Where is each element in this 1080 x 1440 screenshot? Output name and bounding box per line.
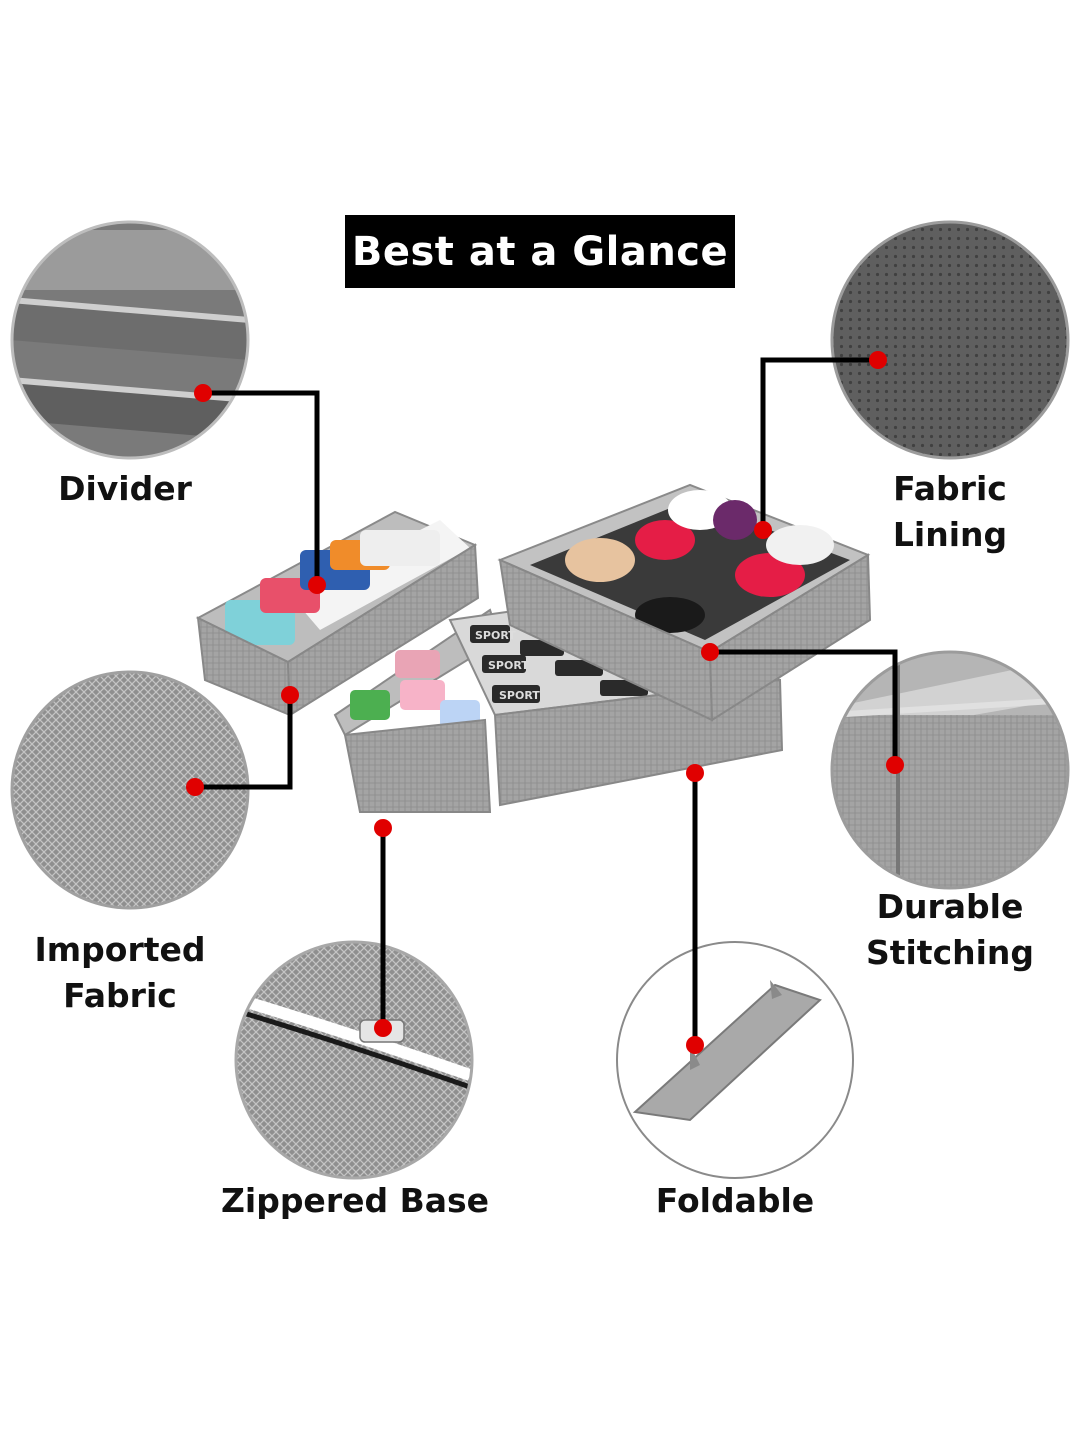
label-foldable: Foldable: [655, 1181, 815, 1220]
durable-stitching-detail-circle: [830, 650, 1070, 890]
foldable-detail-circle: [616, 941, 854, 1179]
zippered-base-box-dot: [374, 819, 392, 837]
imported-fabric-dot: [186, 778, 204, 796]
zippered-base-dot: [374, 1019, 392, 1037]
divider-callout-line: [203, 390, 320, 585]
box-label-3: SPORT: [499, 689, 540, 702]
fabric-lining-dot: [869, 351, 887, 369]
fabric-lining-detail-circle: [830, 220, 1070, 460]
label-zippered-base: Zippered Base: [220, 1181, 490, 1220]
title-banner: Best at a Glance: [345, 215, 735, 288]
imported-fabric-callout-line: [195, 695, 293, 790]
box-label-1: SPORT: [475, 629, 516, 642]
page-title: Best at a Glance: [351, 228, 729, 275]
fabric-lining-callout-line: [760, 357, 878, 530]
foldable-dot: [686, 1036, 704, 1054]
middle-organizer-box: [333, 608, 502, 813]
divider-detail-circle: [10, 220, 250, 460]
fabric-lining-box-dot: [754, 521, 772, 539]
durable-stitching-callout-line: [710, 649, 898, 765]
box-label-2: SPORT: [488, 659, 529, 672]
durable-stitching-box-dot: [701, 643, 719, 661]
callout-dots: [186, 351, 904, 1054]
label-fabric-lining: Fabric Lining: [892, 469, 1008, 554]
zippered-base-detail-circle: [234, 940, 474, 1180]
divider-box-dot: [308, 576, 326, 594]
divider-dot: [194, 384, 212, 402]
label-durable-stitching: Durable Stitching: [865, 887, 1035, 972]
imported-fabric-detail-circle: [10, 670, 250, 910]
label-divider: Divider: [58, 469, 192, 508]
imported-fabric-box-dot: [281, 686, 299, 704]
callout-lines: [195, 357, 898, 1045]
foldable-box-dot: [686, 764, 704, 782]
durable-stitching-dot: [886, 756, 904, 774]
large-organizer-box: [497, 483, 872, 722]
label-imported-fabric: Imported Fabric: [34, 930, 206, 1015]
